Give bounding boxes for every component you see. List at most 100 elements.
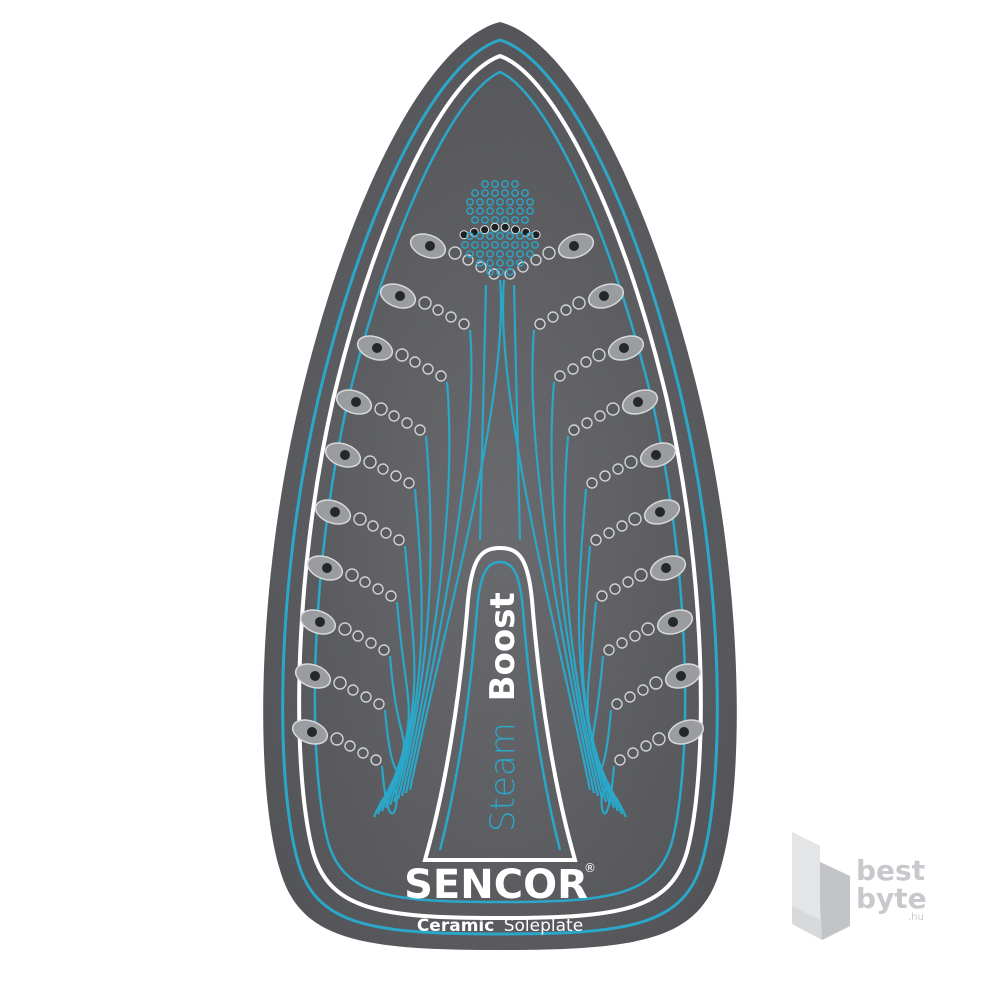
steam-vent-icon <box>568 389 659 436</box>
tip-dot <box>491 180 499 188</box>
tip-dot <box>471 216 479 224</box>
tip-dot <box>461 241 469 249</box>
steam-vent-icon <box>534 283 625 330</box>
steam-channel <box>478 284 488 541</box>
tip-dot-cluster <box>459 180 541 276</box>
steam-vent-icon <box>314 499 405 546</box>
outer-accent-line <box>281 38 719 936</box>
tip-hole <box>490 222 500 232</box>
steam-channel <box>396 435 432 800</box>
steam-vent-icon <box>356 335 447 382</box>
steam-channel <box>597 709 624 815</box>
tip-dot <box>491 241 499 249</box>
steam-vent-icon <box>611 663 702 710</box>
tip-dot <box>506 259 514 267</box>
tip-dot <box>496 259 504 267</box>
tip-dot <box>516 250 524 258</box>
tip-dot <box>496 250 504 258</box>
watermark-line2: byte <box>856 882 927 915</box>
steam-channel <box>388 545 416 806</box>
tip-dot <box>506 207 514 215</box>
steam-vent-icon <box>324 442 415 489</box>
tip-hole <box>459 230 469 240</box>
tip-dot <box>506 268 514 276</box>
tip-dot <box>516 207 524 215</box>
steam-channel <box>563 435 604 800</box>
tip-dot <box>506 232 514 240</box>
tip-dot <box>521 216 529 224</box>
tip-dot <box>511 216 519 224</box>
tip-dot <box>466 250 474 258</box>
steam-channel <box>376 709 401 815</box>
tip-hole <box>511 225 520 235</box>
tip-dot <box>476 232 484 240</box>
tip-dot <box>511 241 519 249</box>
tip-dot <box>511 180 519 188</box>
tip-dot <box>506 250 514 258</box>
steam-vent-icon <box>291 719 382 766</box>
tip-dot <box>471 241 479 249</box>
tip-dot <box>466 198 474 206</box>
steam-vent-icon <box>590 499 681 546</box>
steam-vent-icon <box>299 609 390 656</box>
feature-label-light: Steam <box>483 722 523 832</box>
tip-dot <box>481 216 489 224</box>
steam-vent-icon <box>379 283 470 330</box>
tip-dot <box>486 198 494 206</box>
feature-label: Steam Boost <box>483 592 523 832</box>
tip-dot <box>521 189 529 197</box>
watermark-line1: best <box>856 854 925 887</box>
tip-dot <box>491 189 499 197</box>
steam-channel <box>577 488 608 803</box>
tip-dot <box>466 232 474 240</box>
tip-dot <box>501 241 509 249</box>
center-arch-white <box>422 545 578 862</box>
tip-dot <box>476 259 484 267</box>
tip-dot <box>476 198 484 206</box>
tip-dot <box>501 189 509 197</box>
steam-vent-icon <box>504 233 595 280</box>
tip-dot <box>471 189 479 197</box>
steam-channel <box>550 381 600 797</box>
tip-dot <box>481 241 489 249</box>
bestbyte-logo-icon: best byte .hu <box>792 832 927 940</box>
steam-vent-icon <box>586 442 677 489</box>
tip-hole <box>480 225 490 235</box>
tip-dot <box>496 268 504 276</box>
steam-vent-icon <box>554 335 645 382</box>
steam-channel <box>512 284 522 541</box>
steam-vent-icon <box>614 719 705 766</box>
tip-dot <box>511 189 519 197</box>
steam-vent-icon <box>603 609 694 656</box>
brand-name: SENCOR <box>404 862 588 908</box>
tip-hole <box>500 222 510 232</box>
steam-vent-icon <box>409 233 500 280</box>
tip-dot <box>506 198 514 206</box>
steam-channels <box>372 279 628 818</box>
tip-dot <box>526 250 534 258</box>
tip-dot <box>526 232 534 240</box>
tip-dot <box>486 259 494 267</box>
steam-channel <box>408 279 502 791</box>
tip-dot <box>486 207 494 215</box>
steam-channel <box>581 545 612 806</box>
steam-vent-icon <box>596 555 687 602</box>
tip-hole <box>531 230 541 240</box>
tip-dot <box>521 241 529 249</box>
steam-vent-icon <box>335 389 426 436</box>
steam-channel <box>372 765 398 818</box>
steam-channel <box>531 329 596 794</box>
tip-dot <box>476 250 484 258</box>
tip-dot <box>531 241 539 249</box>
feature-label-bold: Boost <box>483 592 523 701</box>
tip-dot <box>496 207 504 215</box>
steam-channel <box>400 381 451 797</box>
tip-dot <box>481 189 489 197</box>
tip-dot <box>486 268 494 276</box>
tip-dot <box>501 180 509 188</box>
steam-channel <box>392 488 423 803</box>
outer-white-line <box>297 53 703 921</box>
watermark-domain: .hu <box>908 912 924 923</box>
